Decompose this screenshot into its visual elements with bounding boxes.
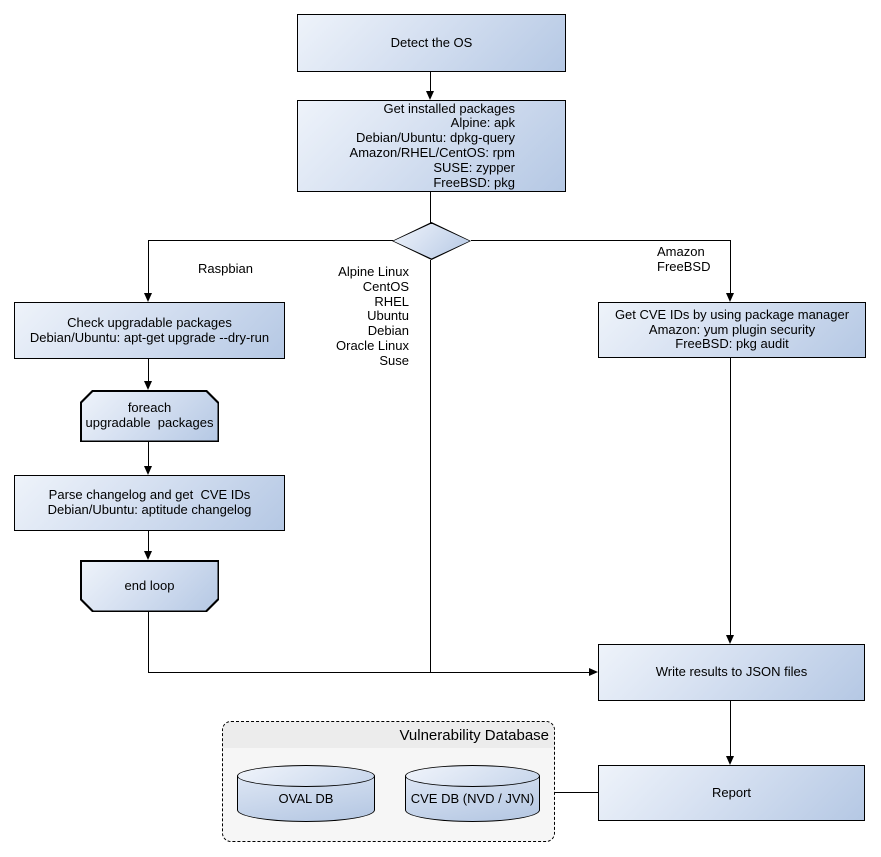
decision-os-diamond: [392, 222, 471, 260]
node-write-results: Write results to JSON files: [598, 644, 865, 701]
arrowhead: [726, 635, 734, 644]
arrowhead: [144, 381, 152, 390]
edge-foreach-to-parse: [148, 441, 150, 468]
edge-detect-to-getinstalled: [430, 72, 432, 92]
node-parse-changelog: Parse changelog and get CVE IDs Debian/U…: [14, 475, 285, 531]
node-report: Report: [598, 765, 865, 821]
node-label: foreach upgradable packages: [85, 400, 214, 430]
edge-getinstalled-to-decision: [430, 192, 432, 223]
loop-shape-fill: [82, 392, 218, 441]
edge-merge-to-write: [148, 672, 590, 674]
node-label: Get installed packages Alpine: apk Debia…: [349, 100, 515, 190]
node-label: Report: [711, 784, 752, 800]
vulnerability-database-title: Vulnerability Database: [399, 726, 549, 744]
database-label: OVAL DB: [278, 791, 334, 806]
node-label: Get CVE IDs by using package manager Ama…: [614, 306, 850, 352]
edge-left-to-check: [148, 240, 150, 294]
edge-check-to-foreach: [148, 359, 150, 384]
edge-label-amazon-freebsd: Amazon FreeBSD: [657, 244, 711, 274]
arrowhead: [144, 551, 152, 560]
vulnerability-database-header: Vulnerability Database: [223, 722, 554, 748]
database-cylinder-cve-db: CVE DB (NVD / JVN): [405, 765, 540, 822]
arrowhead: [144, 466, 152, 475]
node-detect-os: Detect the OS: [297, 14, 566, 72]
arrowhead: [426, 91, 434, 100]
loop-shape-fill: [82, 562, 218, 611]
diamond-fill: [393, 223, 470, 259]
node-check-upgradable: Check upgradable packages Debian/Ubuntu:…: [14, 302, 285, 359]
edge-write-to-report: [730, 701, 732, 759]
cylinder-top: [237, 765, 375, 787]
edge-right-to-getcve: [730, 240, 732, 294]
node-get-cve-ids: Get CVE IDs by using package manager Ama…: [598, 302, 866, 358]
node-foreach-loop-start: foreach upgradable packages: [80, 390, 219, 442]
arrowhead: [144, 293, 152, 302]
arrowhead: [726, 293, 734, 302]
node-label: Parse changelog and get CVE IDs Debian/U…: [47, 487, 252, 517]
node-label: Write results to JSON files: [655, 664, 808, 680]
arrowhead: [726, 756, 734, 765]
arrowhead: [589, 668, 598, 676]
edge-getcve-to-write: [730, 358, 732, 638]
edge-decision-left: [149, 240, 393, 242]
node-label: end loop: [124, 577, 175, 593]
node-get-installed-packages: Get installed packages Alpine: apk Debia…: [297, 100, 566, 192]
database-label: CVE DB (NVD / JVN): [410, 791, 535, 806]
cylinder-top: [405, 765, 540, 787]
edge-parse-to-endloop: [148, 530, 150, 554]
edge-label-os-list: Alpine Linux CentOS RHEL Ubuntu Debian O…: [336, 264, 409, 368]
node-end-loop: end loop: [80, 560, 219, 612]
node-label: Check upgradable packages Debian/Ubuntu:…: [29, 314, 270, 345]
database-cylinder-oval-db: OVAL DB: [237, 765, 375, 822]
node-label: Detect the OS: [390, 34, 473, 50]
edge-cvedb-to-report: [541, 792, 598, 794]
edge-label-raspbian: Raspbian: [198, 261, 253, 276]
edge-decision-middle-down: [430, 260, 432, 673]
edge-endloop-down: [148, 611, 150, 673]
edge-decision-right: [471, 240, 731, 242]
